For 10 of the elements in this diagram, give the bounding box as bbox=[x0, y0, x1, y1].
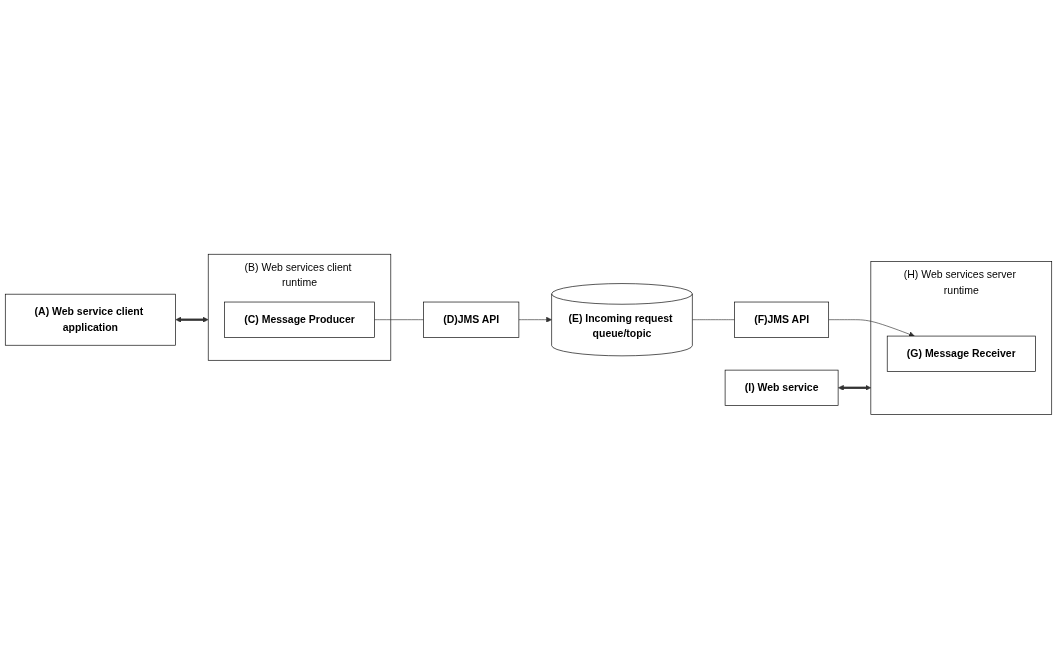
node-box: (A) Web service client application bbox=[4, 293, 176, 346]
node-box: (G) Message Receiver bbox=[886, 335, 1036, 372]
arrow bbox=[175, 316, 209, 323]
connector bbox=[692, 318, 735, 320]
node-box: (D)JMS API bbox=[423, 301, 520, 338]
arrow bbox=[838, 384, 872, 391]
node-box: (I) Web service bbox=[724, 369, 839, 406]
connector bbox=[374, 318, 424, 320]
node-box: (F)JMS API bbox=[734, 301, 829, 338]
node-box: (C) Message Producer bbox=[224, 301, 375, 338]
